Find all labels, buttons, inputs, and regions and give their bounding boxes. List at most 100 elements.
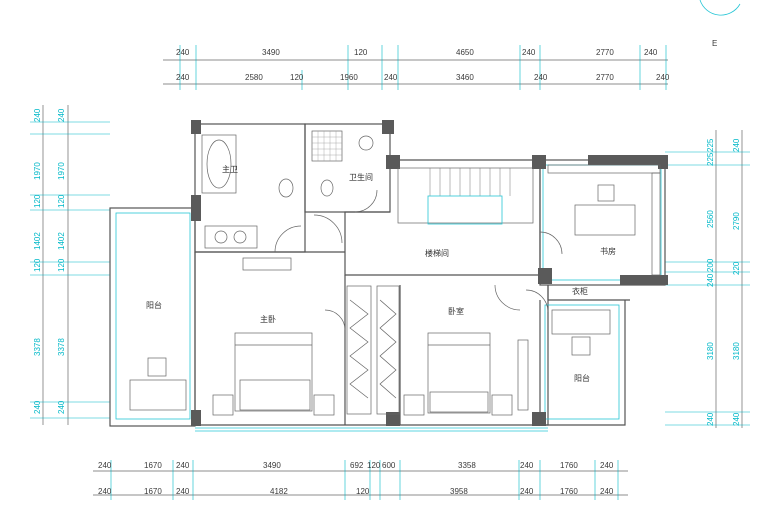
dim-bot-8: 3358: [458, 461, 476, 470]
dim-chain-left: 240 1970 120 1402 120 3378 240 240 1970 …: [30, 105, 110, 425]
room-label-master-bedroom: 主卧: [260, 314, 276, 324]
dim-left-1: 240: [33, 108, 42, 122]
dim-bot-6: 120: [367, 461, 381, 470]
stair: [397, 167, 534, 225]
dim-top2-5: 240: [384, 73, 398, 82]
dim-left-in-5: 120: [57, 258, 66, 272]
column: [386, 155, 400, 169]
dim-left-in-2: 1970: [57, 162, 66, 180]
dim-right-5: 240: [732, 412, 741, 426]
room-label-bedroom: 卧室: [448, 306, 464, 316]
column: [191, 410, 201, 426]
column: [532, 155, 546, 169]
dim-left-4: 1402: [33, 232, 42, 250]
dim-right-4: 3180: [732, 342, 741, 360]
column: [382, 120, 394, 134]
dim-top2-1: 240: [176, 73, 190, 82]
dim-bot2-5: 120: [356, 487, 370, 496]
dim-top-6: 2770: [596, 48, 614, 57]
dim-bot2-9: 240: [600, 487, 614, 496]
column: [191, 120, 201, 134]
dim-bot-4: 3490: [263, 461, 281, 470]
dim-bot-7: 600: [382, 461, 396, 470]
compass-arc: [699, 0, 741, 16]
room-label-study: 书房: [600, 246, 616, 256]
dim-bot-1: 240: [98, 461, 112, 470]
wardrobes: [346, 285, 400, 415]
dim-bot-9: 240: [520, 461, 534, 470]
study-wall: [539, 159, 666, 286]
room-label-bathroom: 卫生间: [349, 172, 373, 182]
vanity: [204, 225, 258, 249]
dim-right-1: 240: [732, 138, 741, 152]
dim-right-in-1: 225: [706, 138, 715, 152]
dim-left-6: 3378: [33, 338, 42, 356]
dim-top2-8: 2770: [596, 73, 614, 82]
dim-bot2-6: 3958: [450, 487, 468, 496]
dim-bot2-3: 240: [176, 487, 190, 496]
room-label-closet: 衣柜: [572, 286, 588, 296]
study-shelf: [547, 164, 661, 174]
dim-bot-11: 240: [600, 461, 614, 470]
dim-left-7: 240: [33, 400, 42, 414]
toilet-bath: [320, 179, 334, 197]
dim-top-5: 240: [522, 48, 536, 57]
dim-top2-4: 1960: [340, 73, 358, 82]
dim-left-5: 120: [33, 258, 42, 272]
dim-left-in-3: 120: [57, 194, 66, 208]
dim-bot-3: 240: [176, 461, 190, 470]
stairwell-wall: [344, 159, 541, 276]
dim-bot2-7: 240: [520, 487, 534, 496]
dim-bot-5: 692: [350, 461, 364, 470]
dim-top2-6: 3460: [456, 73, 474, 82]
dim-chain-top: 240 3490 120 4650 240 2770 240 240 2580 …: [163, 45, 670, 90]
shower: [311, 130, 343, 162]
dim-top2-9: 240: [656, 73, 670, 82]
compass-label: E: [712, 39, 717, 48]
dim-chain-right: 225 225 2560 200 240 3180 240 240 2790 2…: [665, 130, 750, 428]
toilet-master: [278, 178, 294, 198]
right-balcony-wall: [539, 300, 626, 426]
bedroom-bed: [403, 332, 529, 416]
dim-left-in-6: 3378: [57, 338, 66, 356]
column: [191, 195, 201, 221]
dim-bot2-4: 4182: [270, 487, 288, 496]
dim-top2-7: 240: [534, 73, 548, 82]
lower-wall: [194, 252, 549, 426]
dim-left-3: 120: [33, 194, 42, 208]
dim-right-in-3: 2560: [706, 210, 715, 228]
dim-right-2: 2790: [732, 212, 741, 230]
column: [386, 412, 400, 426]
dim-right-3: 220: [732, 261, 741, 275]
dim-right-in-6: 3180: [706, 342, 715, 360]
room-label-balcony-left: 阳台: [146, 300, 162, 310]
dim-top-1: 240: [176, 48, 190, 57]
dim-left-in-1: 240: [57, 108, 66, 122]
dim-bot-2: 1670: [144, 461, 162, 470]
dim-bot2-2: 1670: [144, 487, 162, 496]
cyan-railings: [115, 164, 662, 432]
left-balcony-wall: [109, 207, 196, 427]
dim-left-in-7: 240: [57, 400, 66, 414]
dim-chain-bottom: 240 1670 240 3490 692 120 600 3358 240 1…: [93, 460, 628, 500]
study-bookcase: [651, 172, 661, 276]
dim-top2-2: 2580: [245, 73, 263, 82]
room-label-master-bath: 主卫: [222, 164, 238, 174]
dim-right-in-7: 240: [706, 412, 715, 426]
column: [538, 268, 552, 284]
dim-bot-10: 1760: [560, 461, 578, 470]
dim-top2-3: 120: [290, 73, 304, 82]
column: [588, 155, 668, 165]
dim-top-3: 120: [354, 48, 368, 57]
study-desk: [574, 184, 636, 236]
right-balcony-desk: [551, 309, 611, 356]
master-bed: [212, 257, 335, 416]
dim-top-4: 4650: [456, 48, 474, 57]
room-label-stairwell: 楼梯间: [425, 248, 449, 258]
column: [532, 412, 546, 426]
room-label-balcony-right: 阳台: [574, 373, 590, 383]
basin-bath: [358, 135, 374, 151]
columns: [191, 120, 668, 426]
left-balcony-desk: [129, 357, 187, 411]
